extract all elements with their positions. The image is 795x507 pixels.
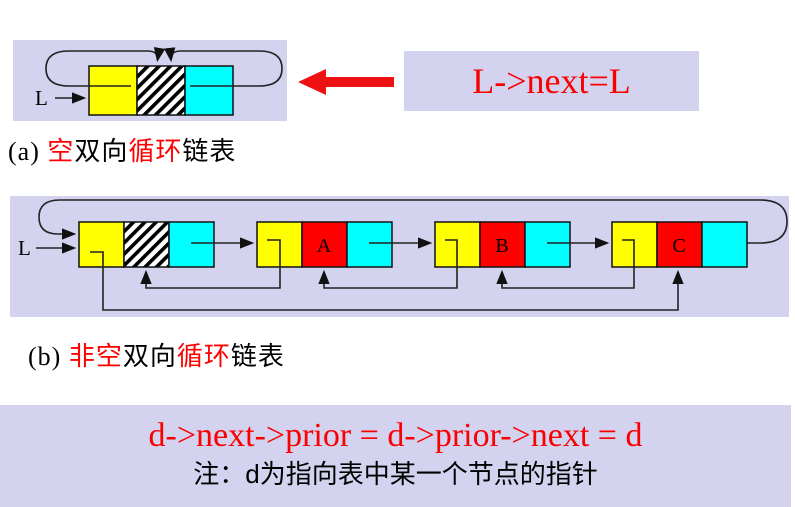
next-cell bbox=[168, 221, 215, 268]
prior-arrow-a-to-head-icon bbox=[140, 239, 281, 289]
node-letter: A bbox=[317, 235, 332, 257]
caption-b: (b) 非空双向循环链表 bbox=[28, 336, 285, 373]
caption-segment: 循环 bbox=[176, 341, 231, 371]
next-cell bbox=[346, 221, 393, 268]
next-cell bbox=[524, 221, 571, 268]
caption-segment: (a) bbox=[8, 137, 48, 166]
circular-next-arrow-icon bbox=[38, 199, 788, 244]
empty-list-diagram-panel: L bbox=[13, 40, 287, 121]
formula-note: 注：d为指向表中某一个节点的指针 bbox=[193, 459, 598, 489]
caption-segment: 非空 bbox=[68, 341, 123, 371]
next-cell bbox=[701, 221, 748, 268]
node-letter: C bbox=[672, 235, 685, 257]
node-c: C bbox=[611, 221, 748, 268]
caption-segment: 循环 bbox=[128, 136, 183, 166]
caption-segment: 链表 bbox=[182, 136, 237, 166]
caption-segment: 空 bbox=[47, 136, 75, 166]
hatched-data-cell bbox=[136, 65, 186, 116]
next-cell bbox=[184, 65, 234, 116]
caption-segment: 双向 bbox=[122, 341, 177, 371]
node-b: B bbox=[434, 221, 571, 268]
caption-segment: 双向 bbox=[74, 136, 129, 166]
red-arrow-icon bbox=[298, 69, 394, 95]
annotation-box: L->next=L bbox=[404, 51, 699, 111]
nonempty-list-diagram: L A B bbox=[18, 199, 788, 311]
prior-cell bbox=[78, 221, 125, 268]
caption-segment: 链表 bbox=[230, 341, 285, 371]
node-a: A bbox=[256, 221, 393, 268]
invariant-formula: d->next->prior = d->prior->next = d bbox=[148, 417, 643, 454]
nonempty-list-diagram-panel: L A B bbox=[10, 196, 789, 317]
node-letter: B bbox=[495, 235, 508, 257]
prior-self-loop-arrow-icon bbox=[45, 46, 166, 87]
pointer-label: L bbox=[35, 86, 48, 110]
prior-arrow-b-to-a-icon bbox=[318, 239, 458, 289]
footer-formula-panel: d->next->prior = d->prior->next = d 注：d为… bbox=[0, 405, 791, 507]
pointer-label: L bbox=[18, 236, 31, 260]
head-node bbox=[78, 221, 215, 268]
empty-list-formula: L->next=L bbox=[472, 61, 631, 101]
prior-arrow-head-to-c-icon bbox=[90, 251, 684, 311]
prior-arrow-c-to-b-icon bbox=[496, 239, 635, 289]
prior-cell bbox=[88, 65, 138, 116]
caption-a: (a) 空双向循环链表 bbox=[8, 131, 236, 168]
hatched-data-cell bbox=[123, 221, 170, 268]
next-self-loop-arrow-icon bbox=[163, 47, 283, 87]
caption-segment: (b) bbox=[28, 342, 69, 371]
empty-list-diagram: L bbox=[35, 46, 283, 116]
